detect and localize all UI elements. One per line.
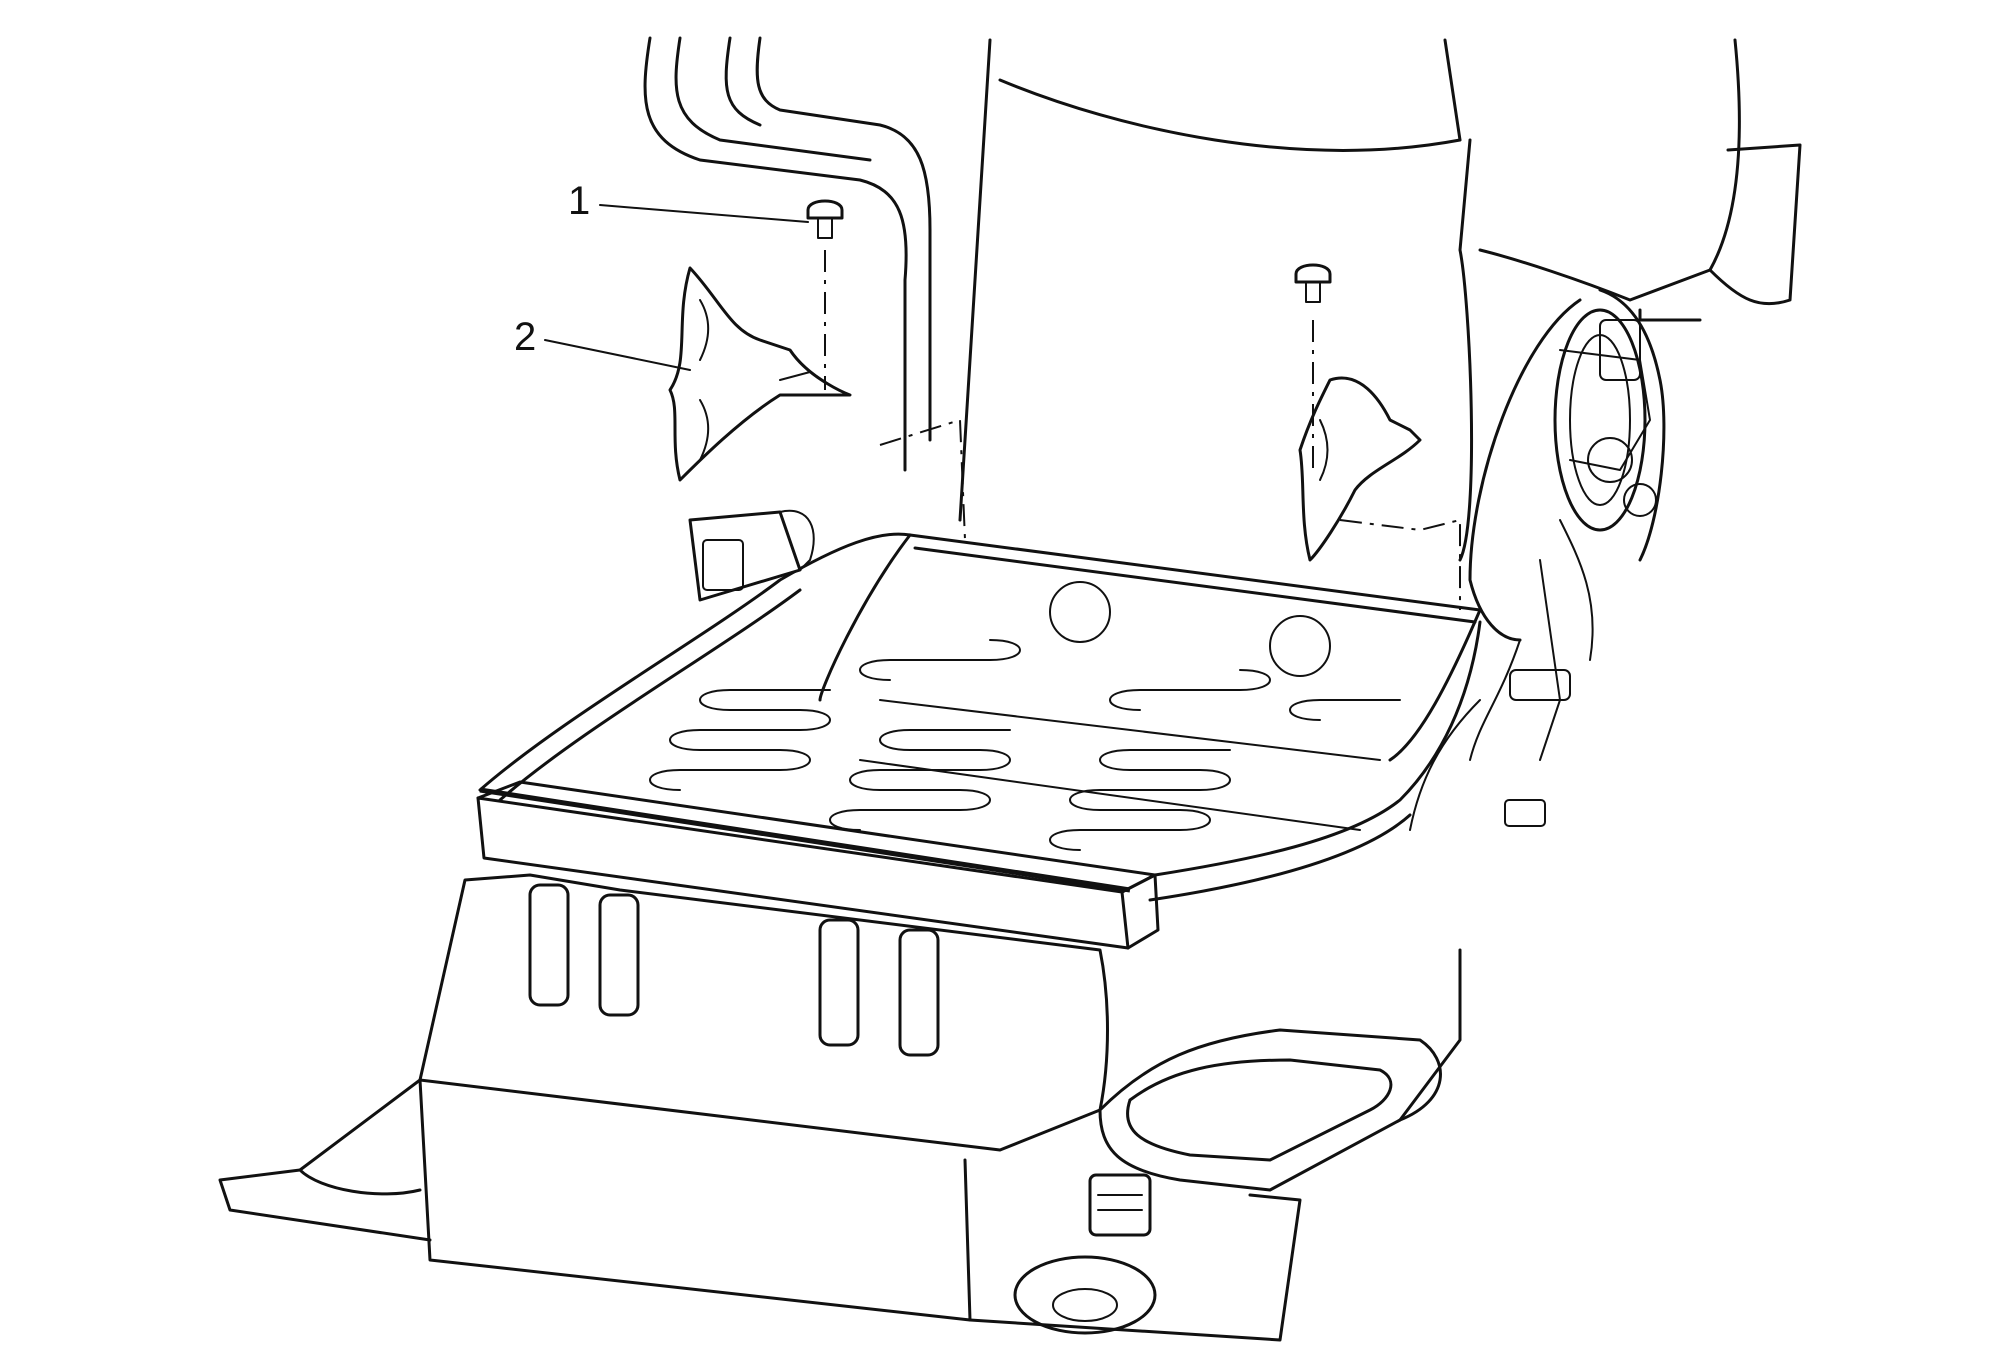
seat-riser-base	[218, 873, 1462, 1342]
callout-1-leader	[599, 204, 809, 223]
left-trim-bezel	[668, 266, 852, 482]
callout-1-label: 1	[568, 179, 590, 223]
seat-cushion-frame	[476, 532, 1482, 950]
recliner-mechanism	[1409, 288, 1666, 831]
callout-2-label: 2	[514, 315, 536, 359]
right-trim-bezel	[1298, 376, 1422, 562]
installation-guides	[824, 250, 1461, 610]
seat-springs	[649, 639, 1401, 851]
callout-2-leader	[544, 339, 691, 371]
seat-belt-buckle	[688, 509, 815, 602]
seat-back	[643, 36, 1802, 562]
fasteners	[806, 199, 1332, 303]
